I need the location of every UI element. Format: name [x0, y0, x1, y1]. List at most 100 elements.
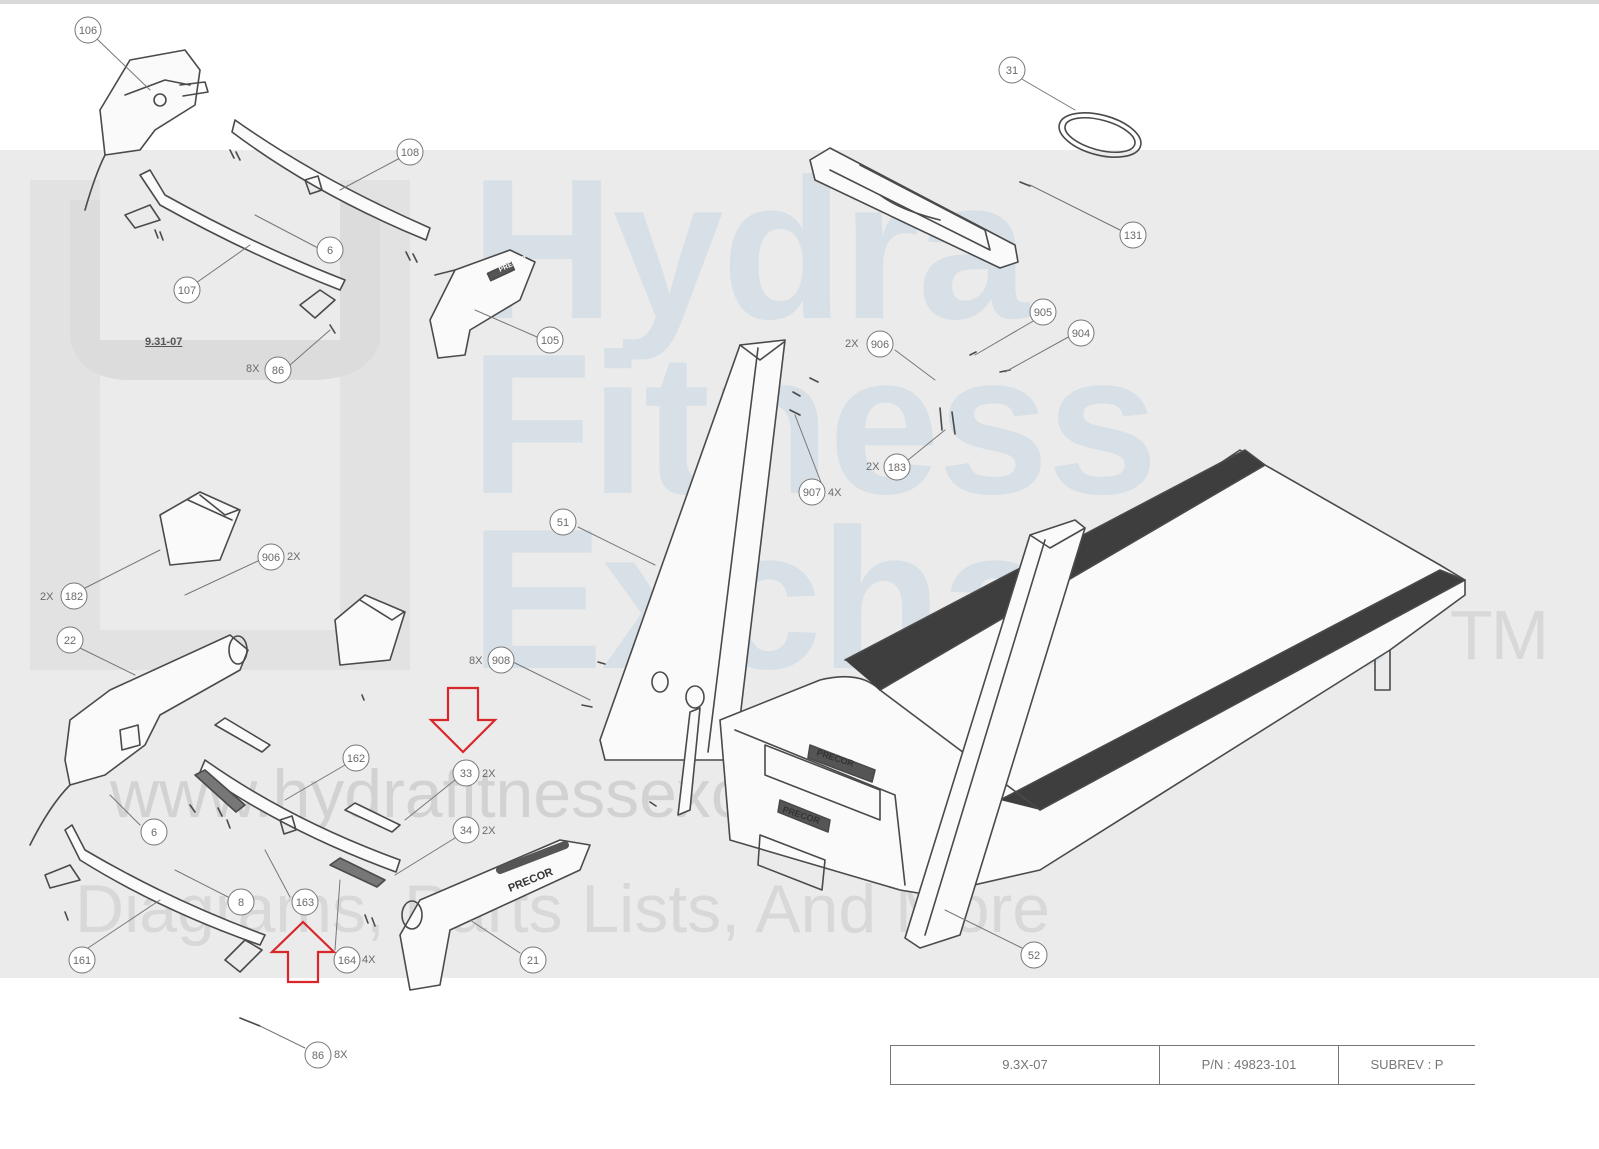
svg-text:34: 34: [460, 825, 472, 837]
callout-905: 905: [1029, 298, 1057, 326]
callout-106: 106: [74, 16, 102, 44]
svg-text:21: 21: [527, 955, 539, 967]
title-block: 9.3X-07 P/N : 49823-101 SUBREV : P: [890, 1045, 1475, 1085]
qty-183: 2X: [866, 461, 880, 473]
callout-86: 86: [264, 356, 292, 384]
callout-162: 162: [342, 744, 370, 772]
leader-lines: [79, 37, 1121, 1049]
part-108-tube: [231, 119, 431, 241]
fasteners-upright: [789, 351, 1011, 435]
svg-text:108: 108: [401, 147, 419, 159]
svg-text:33: 33: [460, 768, 472, 780]
title-block-subrev: SUBREV : P: [1370, 1057, 1444, 1072]
svg-text:86: 86: [312, 1050, 324, 1062]
part-105-endcap: [429, 249, 536, 359]
svg-text:162: 162: [347, 753, 365, 765]
qty-86-bottom: 8X: [334, 1049, 348, 1061]
highlight-arrow-up-icon: [269, 920, 337, 984]
part-21-endcap: [399, 839, 591, 991]
qty-906: 2X: [845, 338, 859, 350]
callout-34: 34: [452, 816, 480, 844]
callout-6: 6: [316, 236, 344, 264]
callout-31: 31: [998, 56, 1026, 84]
callout-161: 161: [68, 946, 96, 974]
qty-908: 8X: [469, 655, 483, 667]
svg-text:904: 904: [1072, 328, 1090, 340]
subassembly-label: 9.31-07: [145, 336, 183, 348]
callout-22: 22: [56, 626, 84, 654]
callout-6b: 6: [140, 818, 168, 846]
qty-86-top: 8X: [246, 363, 260, 375]
callout-8: 8: [227, 888, 255, 916]
callout-183: 183: [883, 453, 911, 481]
svg-text:22: 22: [64, 635, 76, 647]
callout-908: 908: [487, 646, 515, 674]
callout-163: 163: [291, 888, 319, 916]
part-grip-pads: [194, 717, 401, 888]
callout-907: 907: [798, 478, 826, 506]
callout-182: 182: [60, 582, 88, 610]
callout-904: 904: [1067, 319, 1095, 347]
qty-34: 2X: [482, 825, 496, 837]
qty-33: 2X: [482, 768, 496, 780]
callout-86b: 86: [304, 1041, 332, 1069]
part-161-frame: [44, 824, 266, 973]
svg-text:163: 163: [296, 897, 314, 909]
svg-text:906: 906: [262, 552, 280, 564]
svg-text:105: 105: [541, 335, 559, 347]
part-51-upright: [599, 339, 786, 761]
part-side-bracket: [677, 707, 701, 816]
callout-105: 105: [536, 326, 564, 354]
part-106-housing: [84, 49, 209, 211]
top-border: [0, 0, 1599, 4]
svg-text:906: 906: [871, 339, 889, 351]
svg-text:52: 52: [1028, 950, 1040, 962]
watermark-trademark: TM: [1450, 596, 1549, 674]
svg-text:6: 6: [327, 245, 333, 257]
callout-906b: 906: [257, 543, 285, 571]
callout-164: 164: [333, 946, 361, 974]
part-cupholder-2: [334, 594, 406, 666]
callout-51: 51: [549, 508, 577, 536]
qty-182: 2X: [40, 591, 54, 603]
svg-text:6: 6: [151, 827, 157, 839]
part-182-cupholder: [159, 491, 241, 566]
qty-907: 4X: [828, 487, 842, 499]
svg-text:161: 161: [73, 955, 91, 967]
svg-text:86: 86: [272, 365, 284, 377]
svg-text:907: 907: [803, 487, 821, 499]
svg-text:106: 106: [79, 25, 97, 37]
callout-52: 52: [1020, 941, 1048, 969]
svg-text:51: 51: [557, 517, 569, 529]
svg-text:31: 31: [1006, 65, 1018, 77]
svg-text:908: 908: [492, 655, 510, 667]
part-console-tray: [809, 147, 1019, 269]
qty-906b: 2X: [287, 551, 301, 563]
svg-text:182: 182: [65, 591, 83, 603]
svg-text:131: 131: [1124, 230, 1142, 242]
watermark-word-hydra: Hydra: [470, 138, 1029, 361]
fasteners-misc: [64, 149, 657, 1027]
part-31-ring: [1058, 112, 1142, 158]
part-107-frame: [124, 169, 346, 319]
highlight-arrows: [269, 686, 498, 984]
qty-164: 4X: [362, 954, 376, 966]
svg-text:164: 164: [338, 955, 356, 967]
title-block-model: 9.3X-07: [891, 1046, 1160, 1084]
svg-text:183: 183: [888, 462, 906, 474]
title-block-part-number: P/N : 49823-101: [1160, 1046, 1339, 1084]
part-52-upright: [904, 519, 1086, 949]
highlight-arrow-down-icon: [428, 686, 498, 754]
part-162-tube: [199, 759, 401, 873]
callout-108: 108: [396, 138, 424, 166]
callout-906: 906: [866, 330, 894, 358]
callout-107: 107: [173, 276, 201, 304]
part-treadmill-base: [719, 449, 1466, 896]
svg-text:905: 905: [1034, 307, 1052, 319]
callout-131: 131: [1119, 221, 1147, 249]
svg-text:8: 8: [238, 897, 244, 909]
svg-text:107: 107: [178, 285, 196, 297]
callout-33: 33: [452, 759, 480, 787]
part-22-housing: [29, 634, 249, 846]
